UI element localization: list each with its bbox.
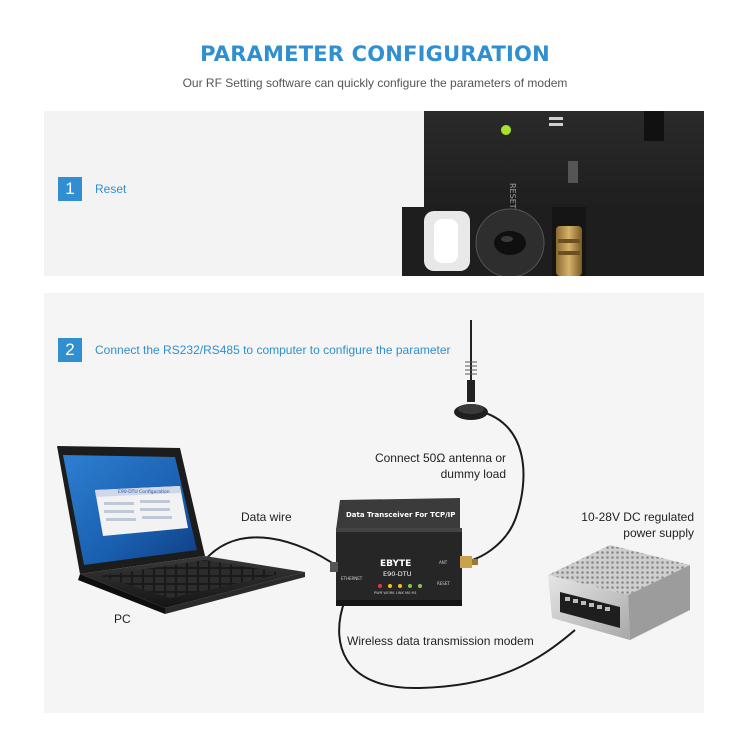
led-m0	[408, 584, 412, 588]
pc-label: PC	[114, 612, 131, 626]
antenna	[454, 320, 488, 420]
device-port-label: ETHERNET	[341, 576, 363, 581]
led-m1	[418, 584, 422, 588]
step-2-text: Connect the RS232/RS485 to computer to c…	[95, 343, 451, 357]
step-1-text: Reset	[95, 182, 127, 196]
power-supply-label: 10-28V DC regulated power supply	[578, 509, 694, 541]
device-reset-label: RESET	[437, 581, 450, 586]
device-ant-label: ANT	[439, 560, 448, 565]
ethernet-port	[330, 562, 338, 572]
page-title: PARAMETER CONFIGURATION	[200, 42, 550, 66]
led-link	[398, 584, 402, 588]
modem-label: Wireless data transmission modem	[347, 634, 534, 648]
antenna-label-line1: Connect 50Ω antenna or	[374, 451, 506, 465]
data-wire-label: Data wire	[241, 510, 292, 524]
step-2: 2 Connect the RS232/RS485 to computer to…	[58, 338, 451, 362]
page-subtitle: Our RF Setting software can quickly conf…	[182, 76, 568, 90]
power-label-line1: 10-28V DC regulated	[581, 510, 694, 524]
step-1-number: 1	[58, 177, 82, 201]
antenna-label: Connect 50Ω antenna or dummy load	[373, 450, 506, 482]
device-title: Data Transceiver For TCP/IP	[346, 511, 455, 519]
laptop: E90-DTU Configuration	[57, 446, 305, 614]
power-cable	[338, 599, 576, 690]
laptop-screen-title: E90-DTU Configuration	[118, 489, 170, 495]
reset-panel: RESET 1 Reset	[44, 111, 704, 276]
device-brand: EBYTE	[380, 559, 411, 569]
step-1: 1 Reset	[58, 177, 126, 201]
reset-print-label: RESET	[508, 183, 517, 209]
power-label-line2: power supply	[623, 526, 694, 540]
sma-connector	[460, 556, 472, 568]
antenna-label-line2: dummy load	[440, 467, 506, 481]
device-reset-photo: RESET	[402, 111, 704, 276]
modem-device: Data Transceiver For TCP/IP EBYTE E90-DT…	[330, 498, 478, 606]
power-supply	[548, 545, 690, 640]
antenna-cable	[462, 409, 525, 563]
led-work	[388, 584, 392, 588]
led-pwr	[378, 584, 382, 588]
step-2-number: 2	[58, 338, 82, 362]
device-model: E90-DTU	[383, 570, 412, 578]
device-led-labels: PWR WORK LINK M0 M1	[374, 591, 417, 595]
